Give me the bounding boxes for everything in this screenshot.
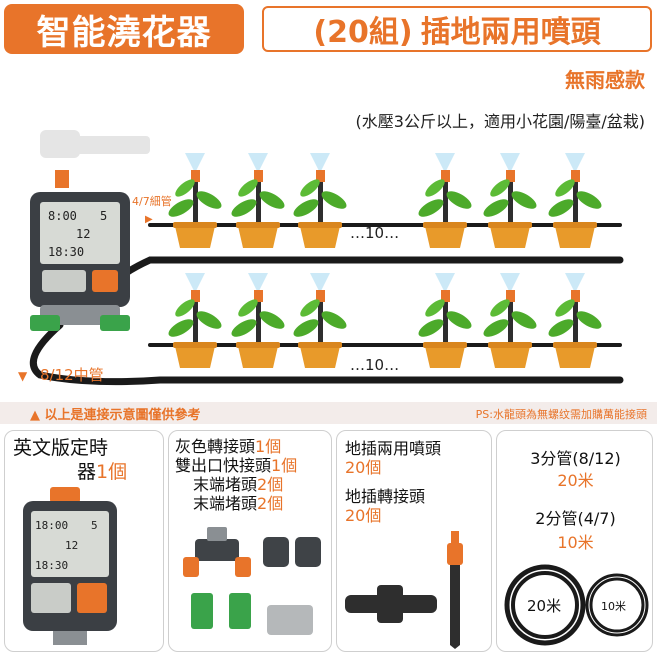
tube-item-1-name: 3分管(8/12) [530,449,621,468]
diagram-note-text: 以上是連接示意圖僅供參考 [44,408,201,423]
sprayer-image [345,531,463,649]
potted-plant-icon [548,273,602,368]
sprayer-head-icon [447,531,463,649]
pack-title-box: (20組) 插地兩用噴頭 [262,6,652,52]
quick-connector-icon [191,593,251,629]
sprayer-item-1-qty: 20個 [345,458,382,477]
potted-plant-icon [168,273,222,368]
fitting-item-4: 末端堵頭2個 [193,494,283,513]
timer-title-line1: 英文版定時 [13,437,109,459]
coil-20m-label: 20米 [527,597,561,615]
potted-plant-icon [483,153,537,248]
fitting-item-3-name: 末端堵頭 [193,475,258,494]
tube-item-2-qty: 10米 [557,533,594,552]
thin-tube-label: 4/7細管 [132,194,172,208]
potted-plant-icon [418,273,472,368]
potted-plant-icon [231,273,285,368]
timer-qty: 1個 [96,461,128,483]
potted-plant-icon [483,273,537,368]
fitting-item-3-qty: 2個 [257,475,284,494]
panel-tubes: 3分管(8/12) 20米 2分管(4/7) 10米 20米 10米 [496,430,653,652]
panel-fittings: 灰色轉接頭1個 雙出口快接頭1個 末端堵頭2個 末端堵頭2個 [168,430,332,652]
potted-plant-icon [293,153,347,248]
fitting-item-1-name: 灰色轉接頭 [175,437,256,456]
pressure-note: (水壓3公斤以上，適用小花園/陽臺/盆栽) [355,112,645,131]
potted-plant-icon [548,153,602,248]
end-cap-icon [263,537,321,567]
pack-description: 插地兩用噴頭 [420,15,601,50]
timer-screen-day: 5 [100,209,107,223]
sprayer-item-1-name: 地插兩用噴頭 [345,439,442,458]
potted-plant-icon [293,273,347,368]
timer-screen-time3: 18:30 [48,245,84,259]
tube-item-2-name: 2分管(4/7) [535,509,616,528]
timer-title-word: 器 [77,461,97,483]
fitting-item-2-name: 雙出口快接頭 [175,456,272,475]
diagram-note: ▲ 以上是連接示意圖僅供參考 [30,408,201,423]
pack-count: (20組) [313,15,413,50]
timer-product-image: 18:00 5 12 18:30 [23,487,117,645]
panel-timer-time2: 12 [65,539,78,552]
faucet-note: PS:水龍頭為無螺纹需加購萬能接頭 [475,408,647,421]
main-tube-label: 8/12中管 [40,366,104,384]
timer-screen-time1: 8:00 [48,209,77,223]
coil-10m-label: 10米 [601,600,626,613]
note-bar [0,402,657,424]
plant-row-bottom [168,273,602,368]
fitting-item-2: 雙出口快接頭1個 [175,456,297,475]
fitting-item-4-name: 末端堵頭 [193,494,258,513]
fitting-item-3: 末端堵頭2個 [193,475,283,494]
no-rain-label: 無雨感款 [565,68,645,92]
tube-coil-20m-icon [504,564,586,646]
plant-count-top: …10… [350,224,399,242]
fitting-item-2-qty: 1個 [271,456,298,475]
thin-tube-arrow: ▶ [145,214,153,225]
panel-timer-day: 5 [91,519,98,532]
panel-timer-time3: 18:30 [35,559,68,572]
tube-coils-image: 20米 10米 [504,564,649,646]
fitting-item-1-qty: 1個 [255,437,282,456]
potted-plant-icon [231,153,285,248]
timer-device [30,170,130,331]
tube-item-1-qty: 20米 [557,471,594,490]
plant-count-bottom: …10… [350,356,399,374]
panel-timer-time1: 18:00 [35,519,68,532]
timer-title-line2: 器1個 [77,461,127,483]
potted-plant-icon [168,153,222,248]
faucet-icon [40,130,150,158]
tube-coil-10m-icon [585,573,649,637]
fittings-image [183,527,321,635]
panel-sprayers: 地插兩用噴頭 20個 地插轉接頭 20個 [336,430,492,652]
main-tube-arrow: ▼ [18,369,28,383]
panel-timer: 英文版定時 器1個 18:00 5 12 18:30 [4,430,164,652]
product-title: 智能澆花器 [4,4,244,54]
y-connector-icon [183,527,251,577]
connection-diagram: 8:00 5 12 18:30 4/7細管 ▶ …10… …10… ▼ 8/12… [18,130,624,386]
spike-adapter-icon [345,585,437,623]
fitting-item-1: 灰色轉接頭1個 [175,437,281,456]
sprayer-item-2-qty: 20個 [345,506,382,525]
sprayer-item-2-name: 地插轉接頭 [345,487,426,506]
plant-row-top [168,153,602,248]
timer-screen-time2: 12 [76,227,90,241]
grey-adapter-icon [267,605,313,635]
potted-plant-icon [418,153,472,248]
fitting-item-4-qty: 2個 [257,494,284,513]
